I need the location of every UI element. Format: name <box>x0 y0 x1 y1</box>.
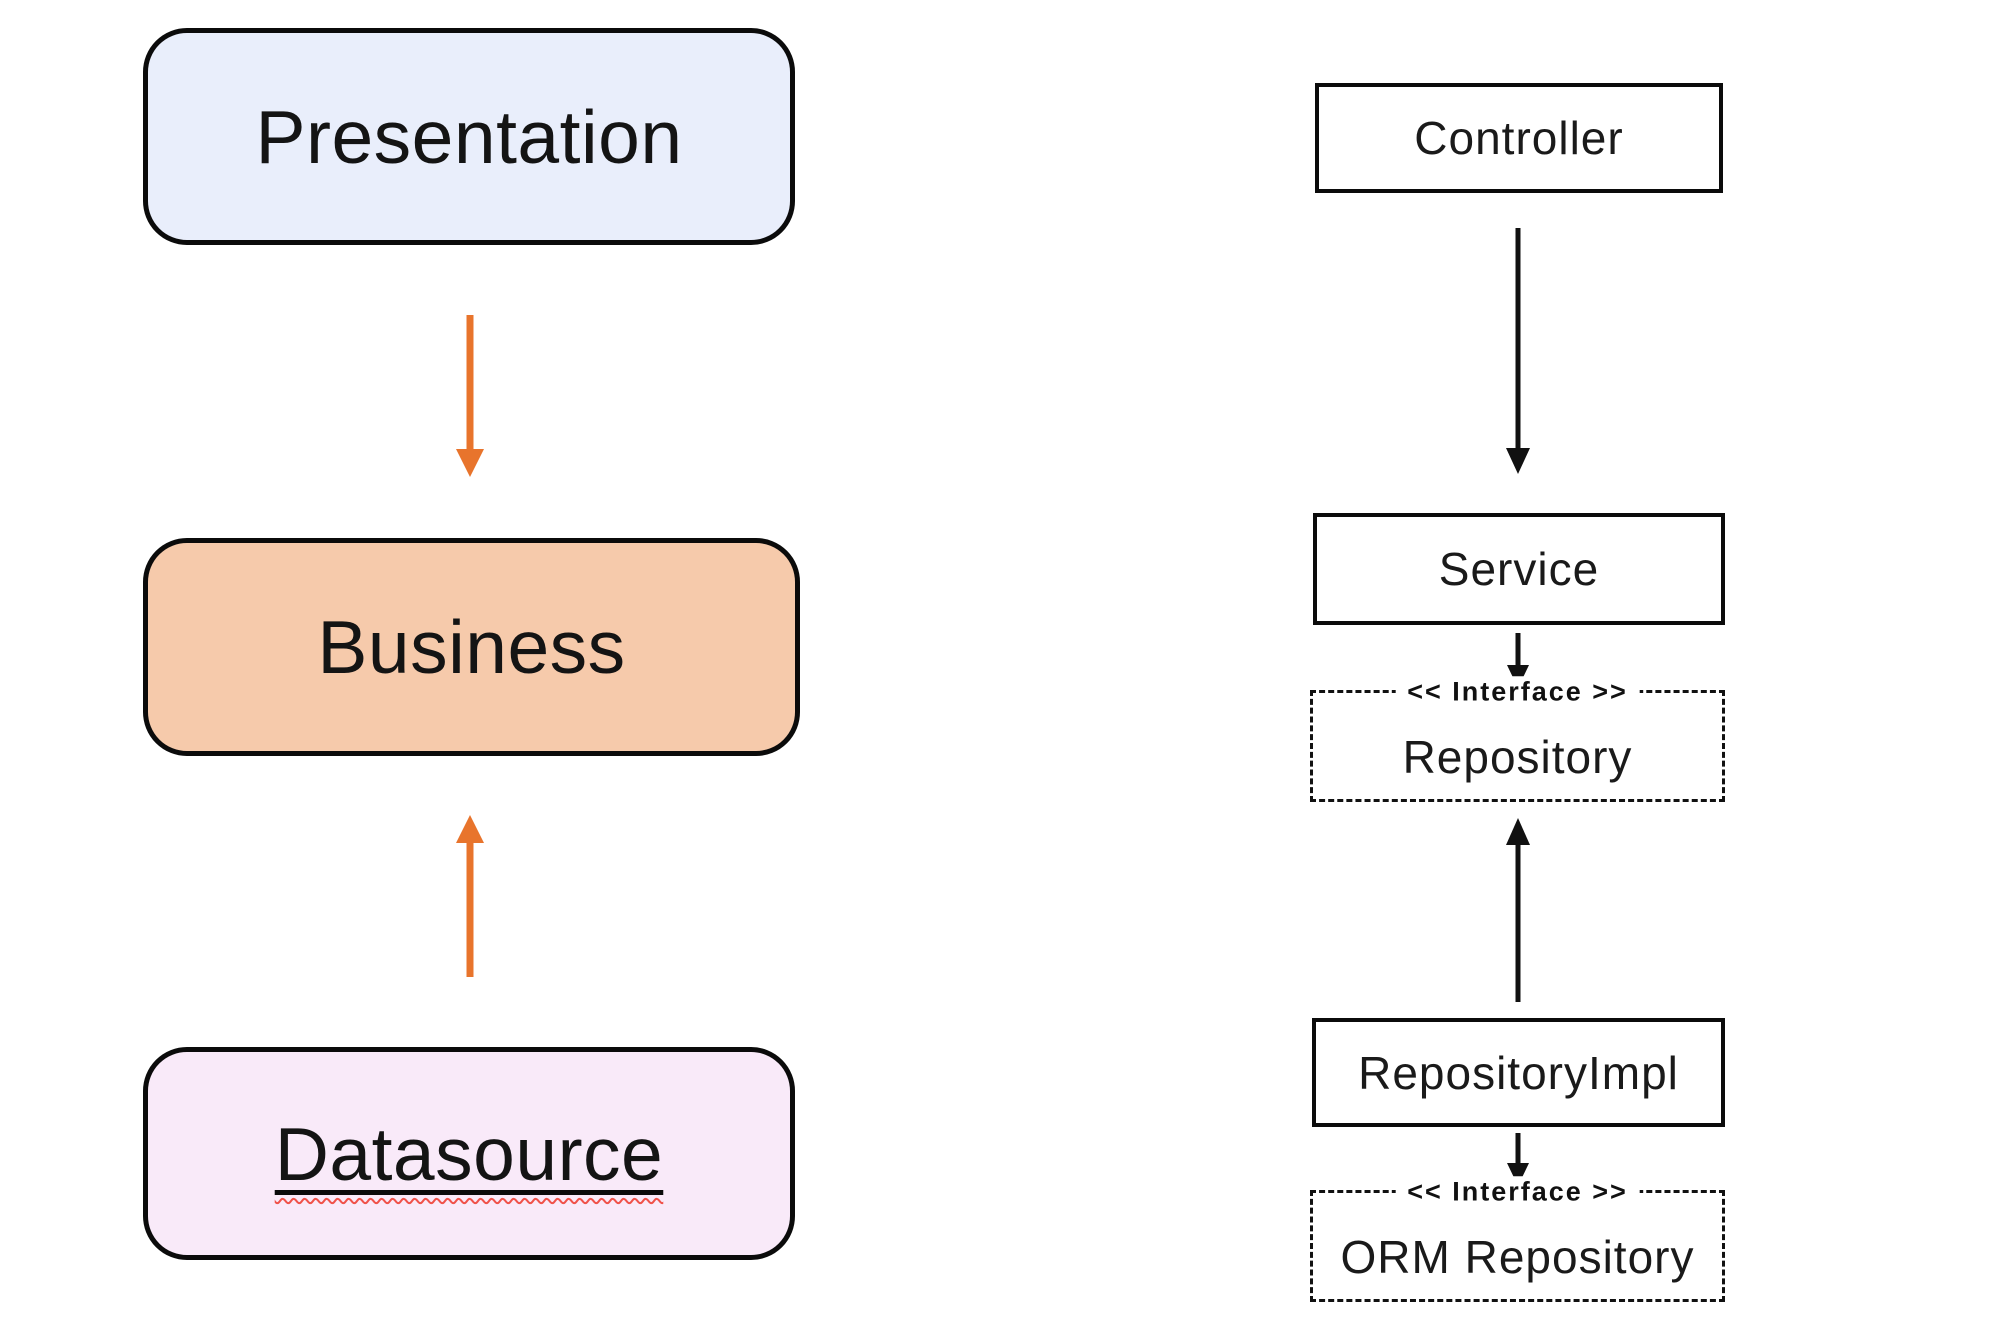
orm-repository-label: ORM Repository <box>1340 1231 1695 1283</box>
datasource-layer-label: Datasource <box>275 1111 664 1197</box>
repository-impl-box: RepositoryImpl <box>1312 1018 1725 1127</box>
repository-label: Repository <box>1402 731 1633 783</box>
datasource-layer-box: Datasource <box>143 1047 795 1260</box>
controller-box: Controller <box>1315 83 1723 193</box>
presentation-layer-box: Presentation <box>143 28 795 245</box>
repository-impl-label: RepositoryImpl <box>1358 1046 1679 1099</box>
orm-repository-interface-box: << Interface >> ORM Repository <box>1310 1176 1725 1302</box>
business-layer-label: Business <box>317 605 626 689</box>
datasource-to-business-arrow <box>456 815 484 977</box>
repository-stereotype-label: << Interface >> <box>1395 676 1640 708</box>
controller-label: Controller <box>1414 112 1624 164</box>
service-label: Service <box>1438 543 1600 595</box>
service-box: Service <box>1313 513 1725 625</box>
orm-repository-stereotype-label: << Interface >> <box>1395 1176 1640 1208</box>
business-layer-box: Business <box>143 538 800 756</box>
repositoryimpl-to-repository-arrow <box>1506 818 1530 1002</box>
presentation-to-business-arrow <box>456 315 484 477</box>
datasource-spellcheck-squiggle: Datasource <box>274 1111 664 1196</box>
repository-interface-box: << Interface >> Repository <box>1310 676 1725 802</box>
presentation-layer-label: Presentation <box>255 94 683 179</box>
controller-to-service-arrow <box>1506 228 1530 474</box>
repositoryimpl-to-orm-arrow <box>1507 1133 1529 1186</box>
